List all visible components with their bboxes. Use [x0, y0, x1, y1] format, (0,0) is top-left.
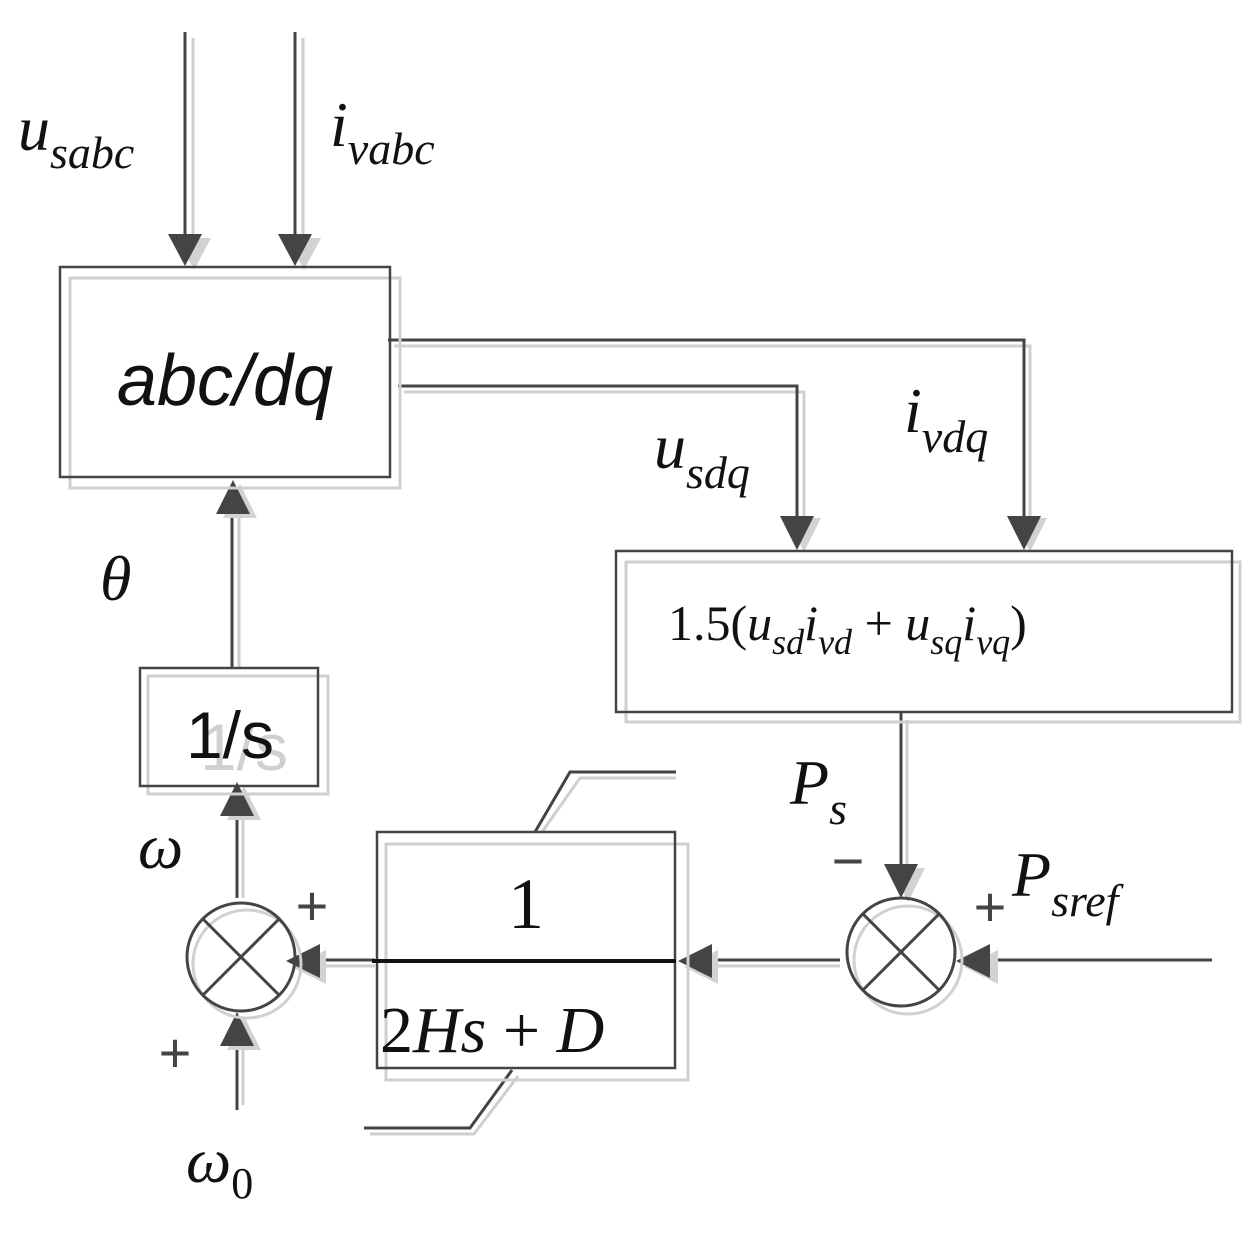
- arrow-usabc-into-abcdq: [168, 234, 202, 266]
- arrow-usdq-into-power: [780, 516, 814, 550]
- power-expression: 1.5(usdivd + usqivq): [668, 595, 1027, 662]
- wires: [183, 32, 1212, 1136]
- block-abc-dq: abc/dq: [58, 265, 402, 490]
- block-power-calc: 1.5(usdivd + usqivq): [614, 549, 1242, 724]
- arrow-ivabc-into-abcdq: [278, 234, 312, 266]
- arrow-into-omega-sum: [286, 944, 320, 978]
- arrow-ps-into-sum: [884, 864, 918, 898]
- arrow-into-transfer: [678, 944, 712, 978]
- label-omega: ω: [138, 811, 183, 882]
- integrator-label: 1/s: [186, 698, 274, 772]
- sign-power-sum-right: +: [974, 875, 1007, 938]
- sign-power-sum-top: −: [832, 829, 865, 892]
- summing-junction-power: [845, 896, 964, 1016]
- summing-junction-omega: [185, 901, 303, 1020]
- block-transfer-function: 1 2Hs + D: [372, 830, 690, 1082]
- signal-labels: usabc ivabc usdq ivdq θ ω ω0 Ps Psref: [18, 89, 1125, 1208]
- label-psref: Psref: [1011, 839, 1125, 926]
- sign-omega-sum-bottom: +: [159, 1021, 192, 1084]
- transfer-denominator: 2Hs + D: [380, 994, 604, 1067]
- sign-omega-sum-right: +: [296, 874, 329, 937]
- arrow-omega0-into-sum: [220, 1012, 254, 1046]
- label-theta: θ: [100, 543, 131, 614]
- label-ps: Ps: [789, 747, 847, 834]
- transfer-numerator: 1: [508, 864, 544, 944]
- label-ivabc: ivabc: [330, 89, 435, 174]
- label-usabc: usabc: [18, 93, 134, 178]
- arrow-psref-into-sum: [956, 944, 990, 978]
- label-usdq: usdq: [654, 411, 750, 498]
- signs: + + − +: [159, 829, 1007, 1084]
- integrator-label-ghost: 1/s: [200, 710, 288, 784]
- abc-dq-label: abc/dq: [117, 341, 333, 421]
- arrow-ivdq-into-power: [1007, 516, 1041, 550]
- arrow-omega-into-integrator: [220, 782, 254, 816]
- block-integrator: 1/s 1/s: [138, 666, 330, 796]
- label-ivdq: ivdq: [904, 375, 988, 462]
- arrowheads: [168, 234, 1047, 1050]
- arrow-theta-into-abcdq: [216, 480, 250, 514]
- label-omega0: ω0: [186, 1125, 253, 1208]
